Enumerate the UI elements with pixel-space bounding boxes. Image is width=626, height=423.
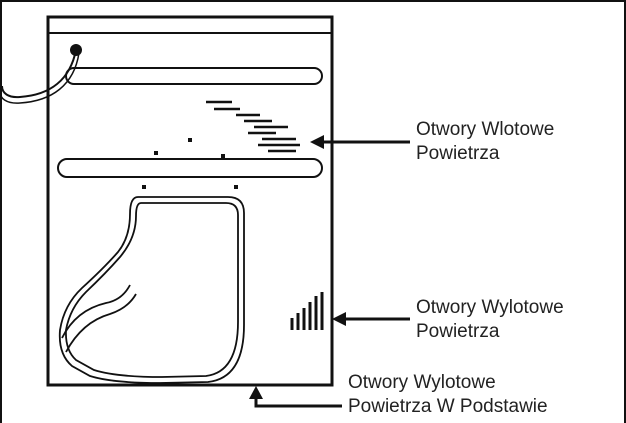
- outlet-vents: [290, 292, 324, 330]
- label-inlet-line2: Powietrza: [416, 143, 500, 164]
- label-inlet-vents: Otwory Wlotowe Powietrza: [416, 118, 554, 166]
- inlet-vents: [206, 100, 300, 153]
- label-inlet-line1: Otwory Wlotowe: [416, 119, 555, 140]
- foot-outline: [58, 196, 245, 384]
- arrow-base: [249, 386, 342, 408]
- arrow-inlet: [310, 135, 410, 149]
- label-base-vents: Otwory Wylotowe Powietrza W Podstawie: [348, 371, 548, 419]
- small-dots: [142, 138, 238, 189]
- device-body: [46, 15, 334, 387]
- arrow-outlet: [332, 312, 410, 326]
- label-outlet-line1: Otwory Wylotowe: [416, 297, 564, 318]
- label-outlet-line2: Powietrza: [416, 321, 500, 342]
- hanging-cord-inner: [0, 52, 80, 104]
- label-base-line2: Powietrza W Podstawie: [348, 396, 548, 417]
- upper-slot: [65, 67, 323, 85]
- label-base-line1: Otwory Wylotowe: [348, 372, 496, 393]
- label-outlet-vents: Otwory Wylotowe Powietrza: [416, 296, 564, 344]
- hanging-cord: [1, 49, 77, 99]
- lower-slot: [57, 158, 323, 178]
